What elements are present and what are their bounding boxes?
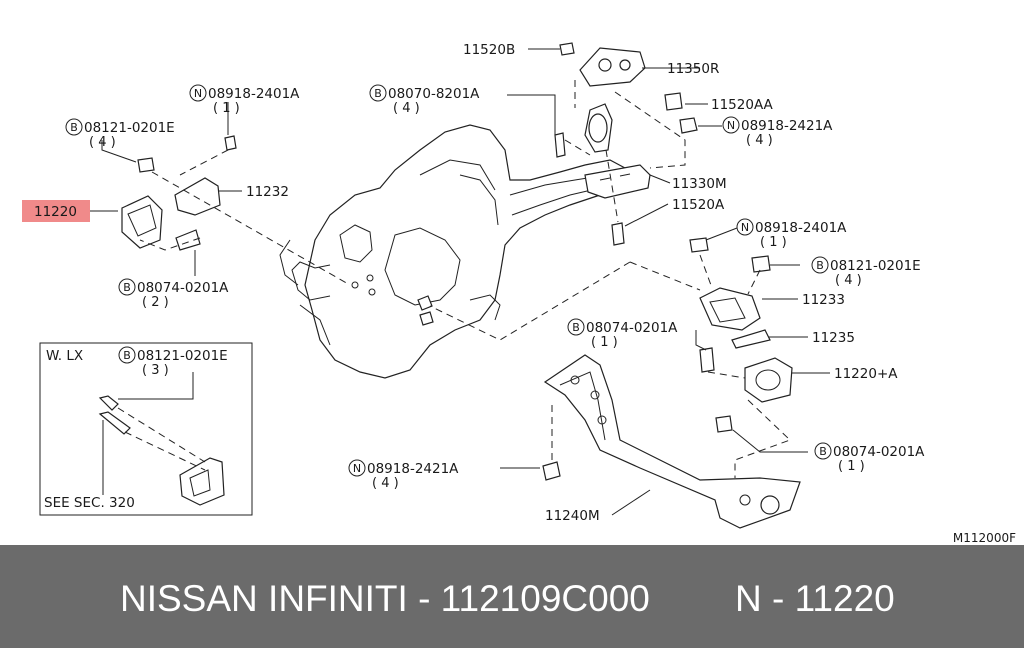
- footer-title: NISSAN INFINITI - 112109C000: [120, 578, 650, 619]
- label-08121-0201E-right-qty: ( 4 ): [835, 273, 862, 288]
- label-08918-2421A-bottom-qty: ( 4 ): [372, 476, 399, 491]
- label-08074-0201A-mid-qty: ( 1 ): [591, 335, 618, 350]
- label-08918-2421A-bottom: 08918-2421A: [367, 461, 459, 477]
- prefix-b-0812100201E-right: B: [816, 259, 824, 272]
- footer-banner: NISSAN INFINITI - 112109C000 N - 11220: [0, 545, 1024, 648]
- label-08074-0201A-lowright-qty: ( 1 ): [838, 459, 865, 474]
- footer-part-ref: N - 11220: [735, 578, 895, 619]
- parts-diagram: N B N B N B B B B N B 11520B 11350R 0891…: [22, 42, 1017, 545]
- highlight-11220: [22, 200, 90, 222]
- inset-bolt-qty: ( 3 ): [142, 363, 169, 378]
- label-11330M: 11330M: [672, 176, 727, 192]
- inset-title: W. LX: [46, 348, 83, 364]
- prefix-n-0891824401A-top: N: [194, 87, 202, 100]
- label-11233: 11233: [802, 292, 845, 308]
- label-08121-0201E-left-qty: ( 4 ): [89, 135, 116, 150]
- inset-box: [39, 342, 253, 516]
- label-11350R: 11350R: [667, 61, 719, 77]
- label-08070-8201A-qty: ( 4 ): [393, 101, 420, 116]
- left-mount-drawing: [121, 135, 237, 251]
- leader-lines: [90, 48, 830, 516]
- label-11520AA: 11520AA: [711, 97, 774, 113]
- rear-mount-drawing: [554, 42, 698, 246]
- label-11520A: 11520A: [672, 197, 725, 213]
- label-11235: 11235: [812, 330, 855, 346]
- label-08918-2401A-top-qty: ( 1 ): [213, 101, 240, 116]
- label-11232: 11232: [246, 184, 289, 200]
- label-08070-8201A: 08070-8201A: [388, 86, 480, 102]
- label-08074-0201A-left-qty: ( 2 ): [142, 295, 169, 310]
- label-08918-2401A-top: 08918-2401A: [208, 86, 300, 102]
- engine-transmission-drawing: [279, 124, 651, 379]
- prefix-b-0807008201A: B: [374, 87, 382, 100]
- prefix-b-0807400201A-lowright: B: [819, 445, 827, 458]
- prefix-b-0807400201A-mid: B: [572, 321, 580, 334]
- label-11520B: 11520B: [463, 42, 515, 58]
- crossmember-drawing: [542, 354, 801, 529]
- label-08918-2401A-right: 08918-2401A: [755, 220, 847, 236]
- label-11220: 11220: [34, 204, 77, 220]
- inset-see-section: SEE SEC. 320: [44, 495, 135, 511]
- prefix-b-0812100201E-left: B: [70, 121, 78, 134]
- label-08121-0201E-right: 08121-0201E: [830, 258, 921, 274]
- label-08918-2421A-top: 08918-2421A: [741, 118, 833, 134]
- label-08074-0201A-lowright: 08074-0201A: [833, 444, 925, 460]
- inset-bolt-label: 08121-0201E: [137, 348, 228, 364]
- label-08121-0201E-left: 08121-0201E: [84, 120, 175, 136]
- label-11240M: 11240M: [545, 508, 600, 524]
- prefix-b-0807400201A-left: B: [123, 281, 131, 294]
- prefix-circles: [65, 84, 832, 477]
- label-11220-plus-A: 11220+A: [834, 366, 898, 382]
- prefix-n-0891824401A-right: N: [741, 221, 749, 234]
- label-08918-2421A-top-qty: ( 4 ): [746, 133, 773, 148]
- label-08074-0201A-mid: 08074-0201A: [586, 320, 678, 336]
- label-08074-0201A-left: 08074-0201A: [137, 280, 229, 296]
- prefix-n-0891824421A-top: N: [727, 119, 735, 132]
- diagram-ref-code: M112000F: [953, 531, 1016, 545]
- right-mount-drawing: [689, 237, 793, 433]
- prefix-n-0891824421A-bottom: N: [353, 462, 361, 475]
- prefix-b-inset-bolt: B: [123, 349, 131, 362]
- label-08918-2401A-right-qty: ( 1 ): [760, 235, 787, 250]
